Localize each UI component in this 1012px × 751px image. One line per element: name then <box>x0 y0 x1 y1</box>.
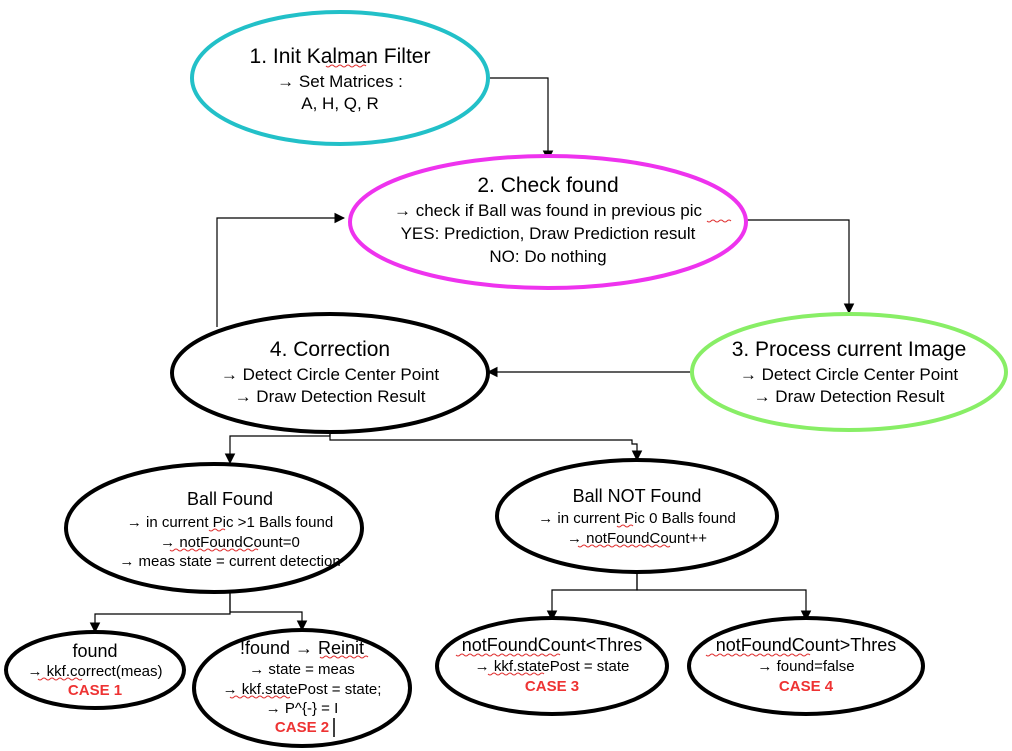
node-case2-line-3: → P^{-} = I <box>266 700 339 717</box>
spellcheck-mark-notfoundcount <box>577 544 671 548</box>
node-process-title: 3. Process current Image <box>732 338 967 361</box>
spellcheck-mark-pic <box>208 528 226 532</box>
node-case4-title: notFoundCount>Thres <box>716 635 897 655</box>
node-correction-ellipse <box>170 312 490 434</box>
node-case1-title: found <box>72 641 117 661</box>
node-ball-not-found-ellipse <box>495 458 779 574</box>
spellcheck-mark-notfoundcount <box>455 653 561 657</box>
node-case2-line-2: → kkf.statePost = state; <box>223 681 382 698</box>
node-check-line-2: YES: Prediction, Draw Prediction result <box>401 224 696 243</box>
node-ball-not-found-line-2: → notFoundCount++ <box>567 530 707 547</box>
node-check-ellipse <box>348 154 748 290</box>
node-ball-not-found-line-1: → in current Pic 0 Balls found <box>538 510 736 527</box>
case1-label: CASE 1 <box>68 682 122 699</box>
node-init-title: 1. Init Kalman Filter <box>250 45 431 68</box>
node-ball-found-ellipse <box>64 462 364 594</box>
node-process-ellipse <box>690 312 1008 432</box>
case4-label: CASE 4 <box>779 678 834 695</box>
spellcheck-mark-kkf <box>37 677 83 681</box>
node-correction: 4. Correction → Detect Circle Center Poi… <box>170 312 490 434</box>
node-process-line-1: → Detect Circle Center Point <box>740 365 959 384</box>
node-check-found: 2. Check found → check if Ball was found… <box>348 154 748 290</box>
node-init-kalman-filter: 1. Init Kalman Filter → Set Matrices : A… <box>190 10 490 146</box>
spellcheck-mark-kkf <box>229 695 291 699</box>
edge-init-to-check <box>486 77 554 162</box>
edge-check-to-process <box>742 219 855 315</box>
spellcheck-mark-kalman <box>325 64 367 68</box>
edge-ball-not-found-to-case3 <box>546 572 638 622</box>
node-check-line-1: → check if Ball was found in previous pi… <box>394 201 703 220</box>
node-ball-found-line-1: → in current Pic >1 Balls found <box>127 514 333 531</box>
node-case3-ellipse <box>435 616 669 716</box>
node-case1-ellipse <box>4 630 186 710</box>
spellcheck-mark-pic <box>616 524 634 528</box>
node-case2-reinit: !found → Reinit → state = meas → kkf.sta… <box>192 628 412 748</box>
node-init-ellipse <box>190 10 490 146</box>
node-ball-not-found: Ball NOT Found → in current Pic 0 Balls … <box>495 458 779 574</box>
node-case2-ellipse <box>192 628 412 748</box>
edge-correction-to-ball-found <box>224 432 331 465</box>
node-ball-found-title: Ball Found <box>187 489 273 509</box>
node-check-title: 2. Check found <box>477 174 618 197</box>
node-ball-not-found-title: Ball NOT Found <box>573 486 702 506</box>
node-case3-title: notFoundCount<Thres <box>462 635 643 655</box>
spellcheck-mark-notfoundcount <box>705 653 811 657</box>
node-check-line-3: NO: Do nothing <box>489 247 606 266</box>
spellcheck-mark-kkf <box>487 672 545 676</box>
node-case2-title: !found → Reinit <box>240 638 364 658</box>
node-ball-found-line-3: → meas state = current detection <box>119 553 340 570</box>
node-case4-above-threshold: notFoundCount>Thres → found=false CASE 4 <box>687 616 925 716</box>
spellcheck-mark-pic <box>706 219 732 223</box>
edge-correction-to-ball-not-found <box>329 432 643 462</box>
node-process-line-2: → Draw Detection Result <box>754 387 945 406</box>
node-case1-line-1: → kkf.correct(meas) <box>27 663 162 680</box>
node-ball-found: Ball Found → in current Pic >1 Balls fou… <box>64 462 364 594</box>
edge-ball-not-found-to-case4 <box>636 572 812 622</box>
node-case4-line-1: → found=false <box>757 658 854 675</box>
node-ball-found-line-2: → notFoundCount=0 <box>160 534 300 551</box>
node-process-current-image: 3. Process current Image → Detect Circle… <box>690 312 1008 432</box>
edge-ball-found-to-case2 <box>229 593 308 632</box>
node-case4-ellipse <box>687 616 925 716</box>
node-case2-line-1: → state = meas <box>249 661 354 678</box>
node-correction-line-2: → Draw Detection Result <box>235 387 426 406</box>
case3-label: CASE 3 <box>525 678 579 695</box>
node-case3-line-1: → kkf.statePost = state <box>475 658 630 675</box>
spellcheck-mark-reinit <box>319 655 369 659</box>
edge-ball-found-to-case1 <box>89 593 231 634</box>
case2-label: CASE 2 <box>275 719 329 736</box>
edge-correction-to-check <box>216 212 346 327</box>
edges <box>89 77 855 634</box>
node-correction-title: 4. Correction <box>270 338 390 361</box>
node-case3-below-threshold: notFoundCount<Thres → kkf.statePost = st… <box>435 616 669 716</box>
node-case1-found: found → kkf.correct(meas) CASE 1 <box>4 630 186 710</box>
node-init-line-2: A, H, Q, R <box>301 94 378 113</box>
spellcheck-mark-notfoundcount <box>169 548 259 552</box>
node-init-line-1: → Set Matrices : <box>277 72 403 91</box>
node-correction-line-1: → Detect Circle Center Point <box>221 365 440 384</box>
